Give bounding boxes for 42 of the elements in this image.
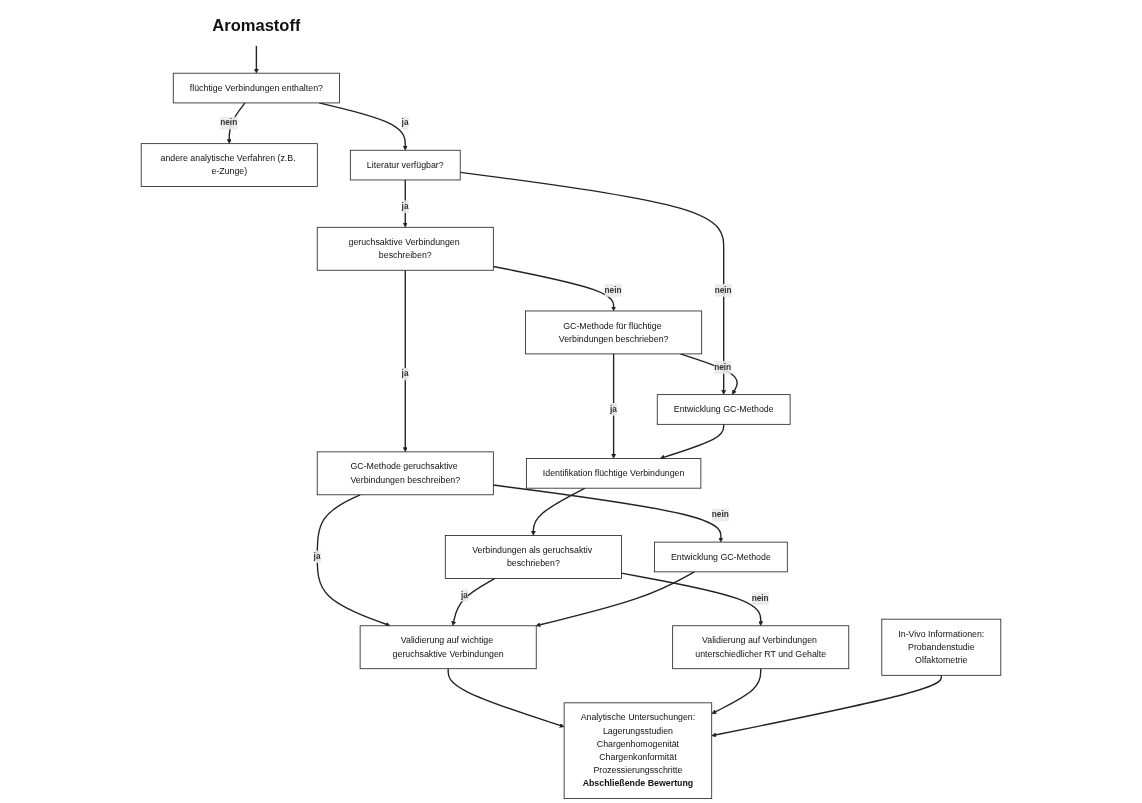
edge-label: nein xyxy=(751,593,769,603)
node-box: geruchsaktive Verbindungen beschreiben? xyxy=(316,226,494,271)
arrow xyxy=(402,269,408,453)
node-box: flüchtige Verbindungen enthalten? xyxy=(172,72,340,104)
node-box: GC-Methode geruchsaktive Verbindungen beschreiben? xyxy=(316,451,494,496)
node-box: Validierung auf wichtige geruchsaktive Verbindungen xyxy=(359,625,537,670)
edge-label: nein xyxy=(711,509,729,520)
edge-label: ja xyxy=(609,403,617,414)
edge-label: ja xyxy=(461,589,468,600)
node-text: Aromastoff xyxy=(212,15,301,35)
arrow xyxy=(316,494,391,627)
edge-label: ja xyxy=(401,201,409,211)
node-box: andere analytische Verfahren (z.B. e-Zunge) xyxy=(140,143,318,187)
arrow xyxy=(530,487,586,536)
arrow xyxy=(611,353,617,459)
arrow xyxy=(620,572,764,626)
node-box: GC-Methode für flüchtige Verbindungen beschrieben? xyxy=(525,310,703,355)
node-box: Validierung auf Verbindungen unterschiedlicher RT und Gehalte xyxy=(672,625,850,670)
node-box: Entwicklung GC-Methode xyxy=(654,541,788,573)
arrow xyxy=(711,674,942,738)
node-box: In-Vivo Informationen: Probandenstudie Olfaktometrie xyxy=(881,618,1002,676)
edge-label: nein xyxy=(604,285,622,295)
arrow xyxy=(451,577,496,626)
edge-label: ja xyxy=(401,117,409,128)
node-box: Literatur verfügbar? xyxy=(349,149,461,181)
arrow xyxy=(492,484,724,543)
node-box: Entwicklung GC-Methode xyxy=(656,394,791,425)
edge-label: nein xyxy=(714,362,732,372)
node-box: Identifikation flüchtige Verbindungen xyxy=(525,458,702,489)
arrow xyxy=(711,668,762,714)
node-box: Analytische Untersuchungen: Lagerungsstudien Chargenhomogenität Chargenkonformität Prozessierungsschritte Abschließende Bewertung xyxy=(563,702,713,799)
arrow xyxy=(253,45,259,74)
edge-label: ja xyxy=(313,551,321,561)
arrow xyxy=(492,265,617,312)
arrow xyxy=(535,571,695,628)
edge-label: ja xyxy=(401,368,409,379)
edge-label: nein xyxy=(220,117,238,128)
arrow xyxy=(459,171,727,395)
arrow xyxy=(659,423,725,460)
edge-label: nein xyxy=(714,285,732,295)
arrow xyxy=(447,668,565,728)
node-box: Verbindungen als geruchsaktiv beschrieben? xyxy=(444,535,622,579)
